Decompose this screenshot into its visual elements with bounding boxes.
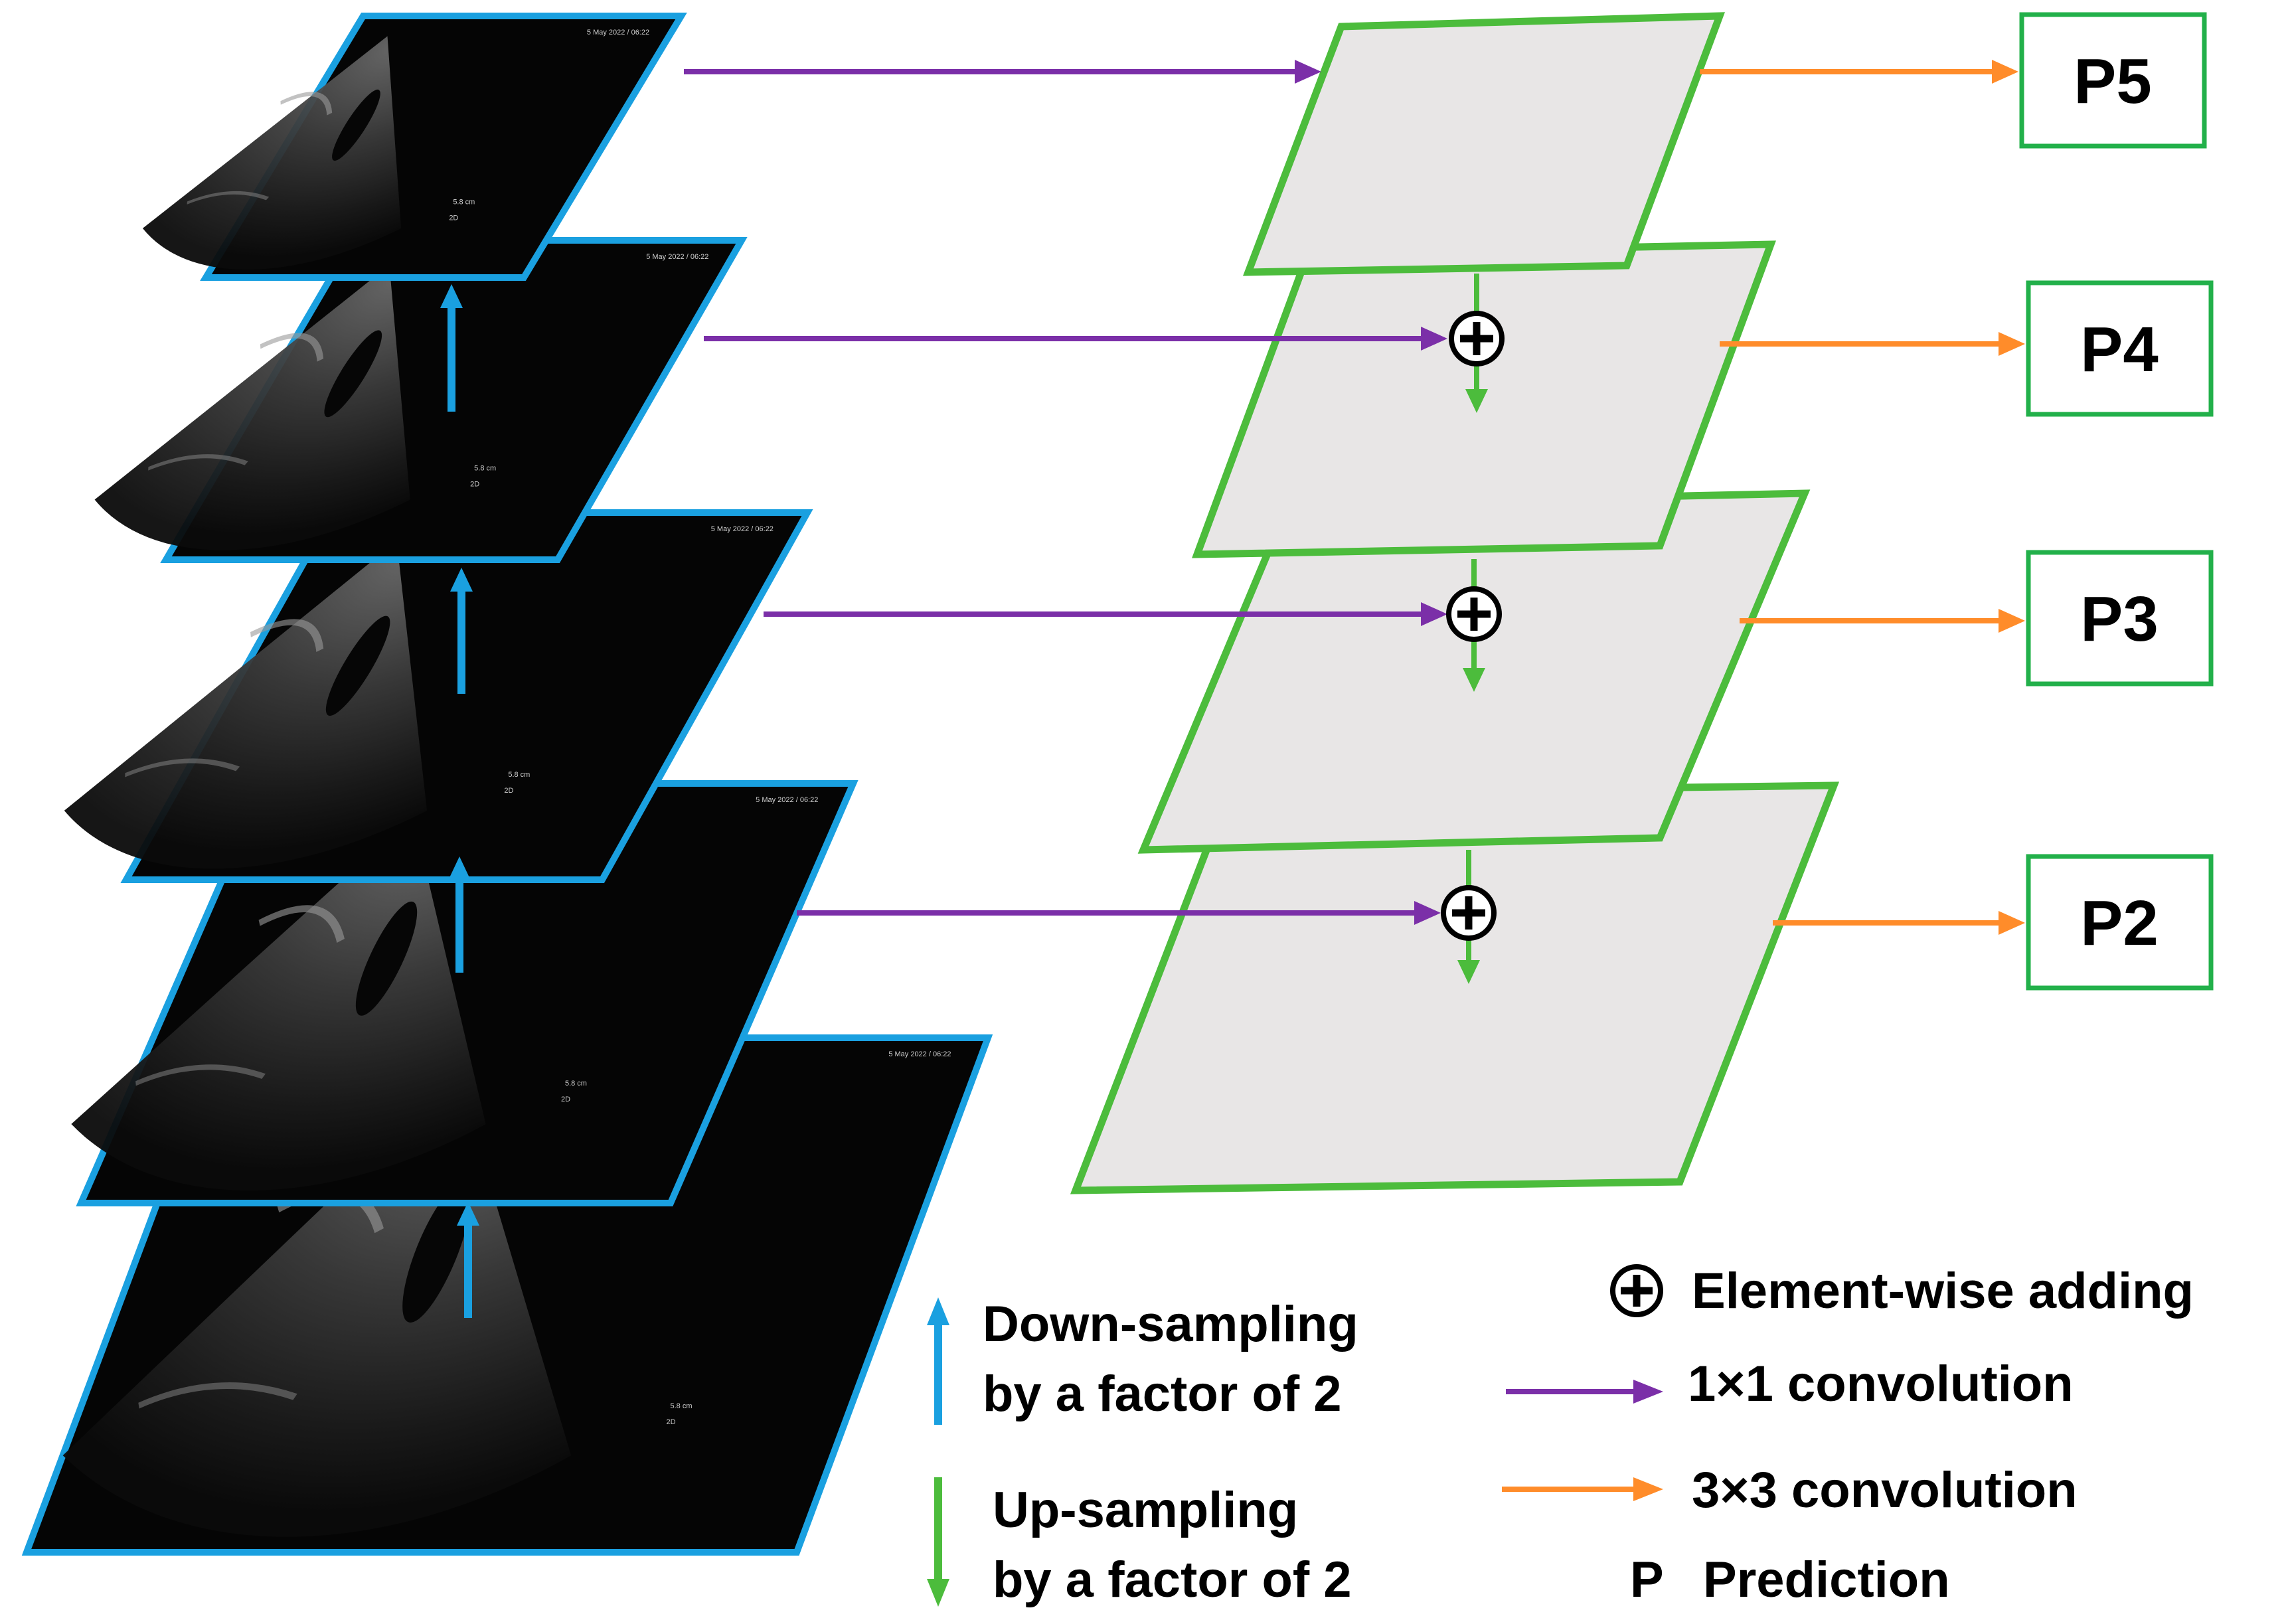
ultrasound-image-2: 5 May 2022 / 06:22 5.8 cm 2D	[71, 780, 858, 1206]
legend-conv3-text: 3×3 convolution	[1692, 1462, 2078, 1518]
feature-panel-1	[1242, 12, 1726, 276]
image-depth-label: 5.8 cm	[474, 464, 496, 472]
feature-panel-4	[1070, 781, 1840, 1194]
image-timestamp: 5 May 2022 / 06:22	[711, 525, 774, 533]
output-arrow-p4	[1720, 332, 2025, 356]
legend-element-wise-adding: Element-wise adding	[1610, 1263, 2194, 1319]
image-mode-label: 2D	[504, 787, 513, 795]
ultrasound-image-5: 5 May 2022 / 06:22 5.8 cm 2D	[142, 13, 687, 281]
image-depth-label: 5.8 cm	[565, 1080, 587, 1088]
purple-right-arrow-icon	[1506, 1380, 1663, 1404]
image-mode-label: 2D	[449, 214, 458, 222]
image-mode-label: 2D	[561, 1096, 570, 1103]
feature-pyramid-panels	[1070, 12, 1840, 1194]
legend-down-line2: by a factor of 2	[983, 1366, 1342, 1422]
image-depth-label: 5.8 cm	[671, 1402, 693, 1410]
lateral-arrow-2	[797, 901, 1441, 925]
orange-right-arrow-icon	[1502, 1477, 1663, 1501]
legend-down-line1: Down-sampling	[983, 1296, 1358, 1352]
image-depth-label: 5.8 cm	[453, 199, 475, 206]
legend-up-line2: by a factor of 2	[993, 1552, 1352, 1608]
add-node-3	[1446, 586, 1502, 642]
output-p2-label: P2	[2080, 888, 2158, 959]
legend-1x1-convolution: 1×1 convolution	[1506, 1356, 2074, 1412]
image-mode-label: 2D	[667, 1418, 676, 1426]
feature-panel-2	[1192, 240, 1776, 558]
legend-conv1-text: 1×1 convolution	[1688, 1356, 2074, 1412]
legend-add-text: Element-wise adding	[1692, 1263, 2194, 1319]
output-arrow-p3	[1740, 609, 2025, 633]
add-node-2	[1441, 885, 1497, 941]
add-node-4	[1449, 311, 1505, 366]
lateral-arrow-4	[704, 327, 1447, 351]
legend-up-sampling: Up-sampling by a factor of 2	[927, 1477, 1352, 1608]
downsample-arrow-3	[450, 568, 473, 694]
circled-plus-icon	[1610, 1264, 1663, 1317]
image-timestamp: 5 May 2022 / 06:22	[888, 1050, 951, 1058]
downsample-arrow-2	[448, 856, 471, 973]
output-p4: P4	[2026, 280, 2214, 417]
blue-up-arrow-icon	[927, 1297, 949, 1425]
image-timestamp: 5 May 2022 / 06:22	[587, 29, 649, 37]
output-p3: P3	[2026, 550, 2214, 687]
output-p4-label: P4	[2080, 314, 2158, 385]
prediction-outputs: P5 P4 P3 P2	[2019, 12, 2214, 991]
ultrasound-image-3: 5 May 2022 / 06:22 5.8 cm 2D	[64, 509, 813, 883]
lateral-arrow-5	[684, 60, 1321, 84]
lateral-arrow-3	[764, 602, 1447, 626]
legend-prediction-text: Prediction	[1703, 1552, 1950, 1608]
downsample-arrow-4	[440, 284, 463, 412]
output-arrow-p5	[1700, 60, 2018, 84]
legend-up-line1: Up-sampling	[993, 1482, 1298, 1538]
output-p5-label: P5	[2074, 46, 2151, 117]
output-arrow-p2	[1773, 911, 2025, 935]
image-timestamp: 5 May 2022 / 06:22	[646, 253, 708, 261]
green-down-arrow-icon	[927, 1477, 949, 1607]
legend-3x3-convolution: 3×3 convolution	[1502, 1462, 2078, 1518]
legend-down-sampling: Down-sampling by a factor of 2	[927, 1296, 1358, 1425]
downsample-arrow-1	[457, 1202, 479, 1318]
image-timestamp: 5 May 2022 / 06:22	[756, 796, 818, 804]
image-mode-label: 2D	[470, 480, 479, 488]
output-p5: P5	[2019, 12, 2207, 149]
legend: Down-sampling by a factor of 2 Up-sampli…	[927, 1263, 2194, 1608]
output-p2: P2	[2026, 854, 2214, 991]
output-p3-label: P3	[2080, 584, 2158, 655]
legend-prediction: P Prediction	[1630, 1552, 1950, 1608]
legend-p-symbol: P	[1630, 1552, 1664, 1608]
image-depth-label: 5.8 cm	[508, 771, 530, 779]
connection-arrows	[440, 60, 2025, 1318]
